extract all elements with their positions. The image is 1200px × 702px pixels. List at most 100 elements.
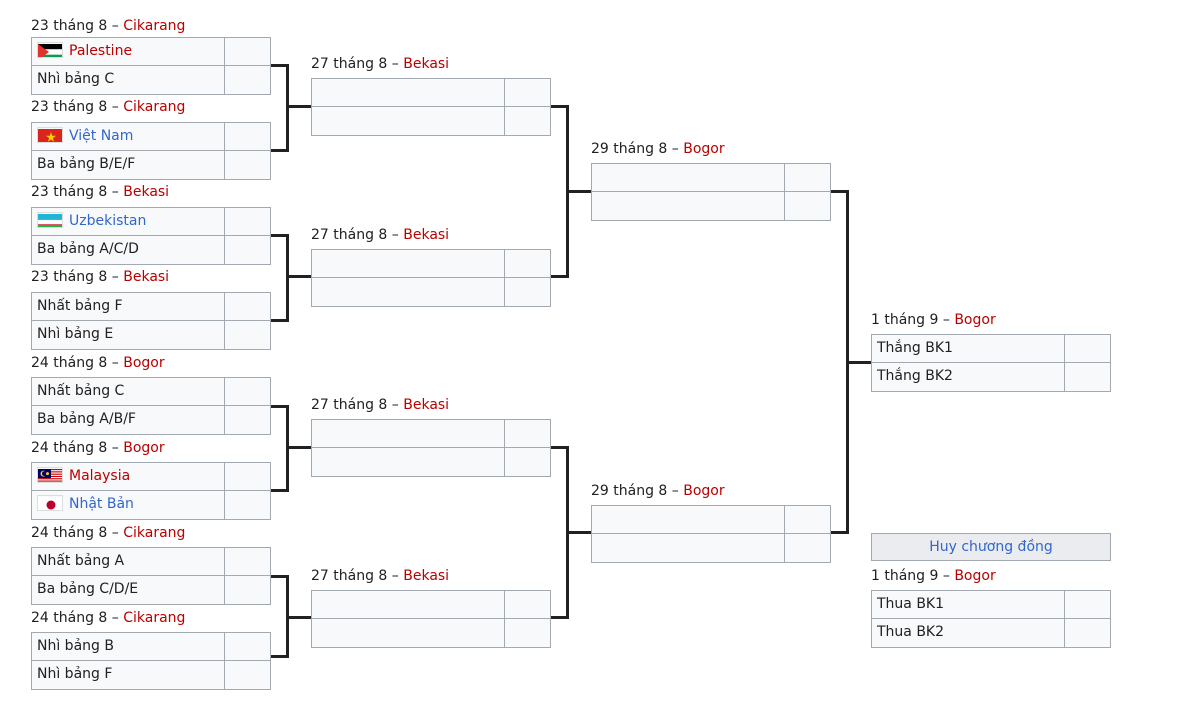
team-row <box>311 249 551 278</box>
score-cell <box>226 661 272 689</box>
venue-link[interactable]: Bogor <box>123 440 165 456</box>
team-cell: Ba bảng A/C/D <box>32 236 225 264</box>
score-cell <box>1066 619 1112 647</box>
team-name: Ba bảng C/D/E <box>37 581 139 597</box>
match-date: 27 tháng 8 <box>311 56 388 72</box>
match-date: 27 tháng 8 <box>311 227 388 243</box>
team-row: Ba bảng C/D/E <box>31 576 271 605</box>
team-cell <box>312 250 505 277</box>
match-date: 24 tháng 8 <box>31 610 108 626</box>
venue-link[interactable]: Bekasi <box>403 568 450 584</box>
team-row <box>591 163 831 192</box>
team-row <box>591 505 831 534</box>
team-name[interactable]: Nhật Bản <box>69 496 134 512</box>
venue-link[interactable]: Bogor <box>123 355 165 371</box>
bronze-title[interactable]: Huy chương đồng <box>871 533 1111 561</box>
venue-link[interactable]: Bekasi <box>403 397 450 413</box>
match-date: 29 tháng 8 <box>591 141 668 157</box>
team-cell: Nhì bảng B <box>32 633 225 660</box>
team-row: Thắng BK1 <box>871 334 1111 363</box>
match-box: Thua BK1 Thua BK2 <box>871 590 1111 648</box>
score-cell <box>226 463 272 490</box>
venue-link[interactable]: Cikarang <box>123 18 186 34</box>
match-header: 23 tháng 8 – Cikarang <box>31 99 186 115</box>
venue-link[interactable]: Bogor <box>954 568 996 584</box>
venue-link[interactable]: Cikarang <box>123 99 186 115</box>
team-name[interactable]: Uzbekistan <box>69 213 147 229</box>
connector <box>551 616 567 619</box>
match-header: 27 tháng 8 – Bekasi <box>311 568 450 584</box>
team-name[interactable]: Malaysia <box>69 468 131 484</box>
match-header: 24 tháng 8 – Cikarang <box>31 610 186 626</box>
japan-flag-icon <box>37 495 63 511</box>
match-box <box>311 590 551 648</box>
team-cell <box>592 164 785 191</box>
venue-link[interactable]: Bekasi <box>123 269 170 285</box>
team-row <box>311 78 551 107</box>
team-row <box>591 192 831 221</box>
venue-link[interactable]: Bogor <box>954 312 996 328</box>
venue-link[interactable]: Bekasi <box>403 56 450 72</box>
connector <box>551 275 567 278</box>
venue-link[interactable]: Cikarang <box>123 525 186 541</box>
match-date: 23 tháng 8 <box>31 99 108 115</box>
score-cell <box>226 236 272 264</box>
match-header: 24 tháng 8 – Cikarang <box>31 525 186 541</box>
team-name[interactable]: Palestine <box>69 43 133 59</box>
venue-link[interactable]: Bekasi <box>403 227 450 243</box>
connector <box>286 234 289 322</box>
venue-link[interactable]: Bogor <box>683 483 725 499</box>
team-name[interactable]: Việt Nam <box>69 128 134 144</box>
connector <box>271 575 287 578</box>
match-date: 24 tháng 8 <box>31 355 108 371</box>
team-row <box>311 619 551 648</box>
team-cell: Nhì bảng F <box>32 661 225 689</box>
team-name: Nhất bảng F <box>37 298 123 314</box>
venue-link[interactable]: Cikarang <box>123 610 186 626</box>
team-cell <box>592 192 785 220</box>
team-cell: Nhật Bản <box>32 491 225 519</box>
score-cell <box>226 38 272 65</box>
match-box <box>311 249 551 307</box>
team-row: Malaysia <box>31 462 271 491</box>
connector <box>566 531 591 534</box>
team-cell: Malaysia <box>32 463 225 490</box>
team-row <box>311 107 551 136</box>
connector <box>286 105 311 108</box>
team-name: Thua BK2 <box>877 624 945 640</box>
team-cell: Nhì bảng E <box>32 321 225 349</box>
malaysia-flag-icon <box>37 467 63 483</box>
match-box: Nhì bảng B Nhì bảng F <box>31 632 271 690</box>
match-box <box>591 505 831 563</box>
team-name: Thắng BK1 <box>877 340 953 356</box>
match-date: 27 tháng 8 <box>311 568 388 584</box>
match-box: Thắng BK1 Thắng BK2 <box>871 334 1111 392</box>
venue-link[interactable]: Bekasi <box>123 184 170 200</box>
team-cell: Thắng BK2 <box>872 363 1065 391</box>
score-cell <box>1066 591 1112 618</box>
team-cell <box>312 591 505 618</box>
match-header: 23 tháng 8 – Bekasi <box>31 184 170 200</box>
team-name: Ba bảng B/E/F <box>37 156 136 172</box>
team-cell <box>312 448 505 476</box>
team-row: Nhật Bản <box>31 491 271 520</box>
team-name: Ba bảng A/B/F <box>37 411 136 427</box>
score-cell <box>226 548 272 575</box>
team-name: Nhì bảng E <box>37 326 114 342</box>
match-header: 24 tháng 8 – Bogor <box>31 355 165 371</box>
score-cell <box>226 66 272 94</box>
score-cell <box>226 576 272 604</box>
venue-link[interactable]: Bogor <box>683 141 725 157</box>
connector <box>846 361 871 364</box>
match-date: 1 tháng 9 <box>871 568 939 584</box>
score-cell <box>506 619 552 647</box>
connector <box>551 105 567 108</box>
team-row <box>591 534 831 563</box>
team-cell <box>312 107 505 135</box>
score-cell <box>786 534 832 562</box>
score-cell <box>226 491 272 519</box>
connector <box>271 405 287 408</box>
score-cell <box>226 208 272 235</box>
score-cell <box>506 448 552 476</box>
team-cell: Việt Nam <box>32 123 225 150</box>
